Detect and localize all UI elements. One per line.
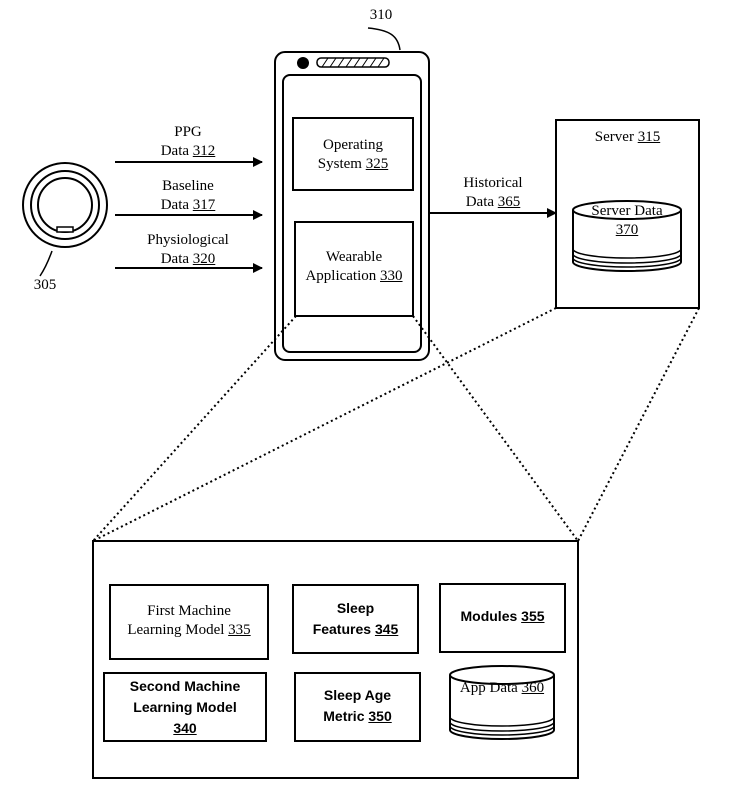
sleep-features-label: Sleep Features 345 xyxy=(312,600,399,637)
device-ref: 310 xyxy=(369,7,393,23)
server-label: Server 315 xyxy=(594,129,661,145)
zoom-lines xyxy=(92,307,700,542)
app-data-cylinder xyxy=(449,665,555,740)
modules-box xyxy=(439,583,566,653)
camera-icon xyxy=(297,57,309,69)
first-ml-box xyxy=(109,584,269,660)
wearable-app-label: Wearable Application 330 xyxy=(305,249,403,284)
first-ml-label: First Machine Learning Model 335 xyxy=(127,603,251,638)
historical-data-label: Historical Data 365 xyxy=(463,175,523,210)
os-box xyxy=(292,117,414,191)
server-data-label: Server Data 370 xyxy=(591,203,663,238)
sleep-features-box xyxy=(292,584,419,654)
ppg-data-label: PPG Data 312 xyxy=(160,124,216,159)
sleep-age-label: Sleep Age Metric 350 xyxy=(323,687,392,724)
baseline-data-label: Baseline Data 317 xyxy=(160,178,216,213)
wearable-app-box xyxy=(294,221,414,317)
server-data-cylinder xyxy=(572,200,682,272)
ring-ref: 305 xyxy=(33,277,57,293)
sleep-age-box xyxy=(294,672,421,742)
speaker-icon xyxy=(316,57,390,68)
device-leader-line xyxy=(367,27,401,51)
ring-leader-line xyxy=(39,250,53,277)
physiological-data-label: Physiological Data 320 xyxy=(147,232,229,267)
os-label: Operating System 325 xyxy=(317,137,389,172)
app-data-label: App Data 360 xyxy=(459,680,545,696)
second-ml-box xyxy=(103,672,267,742)
modules-label: Modules 355 xyxy=(460,608,545,624)
second-ml-label: Second Machine Learning Model 340 xyxy=(129,678,241,736)
ring-device xyxy=(22,162,108,248)
